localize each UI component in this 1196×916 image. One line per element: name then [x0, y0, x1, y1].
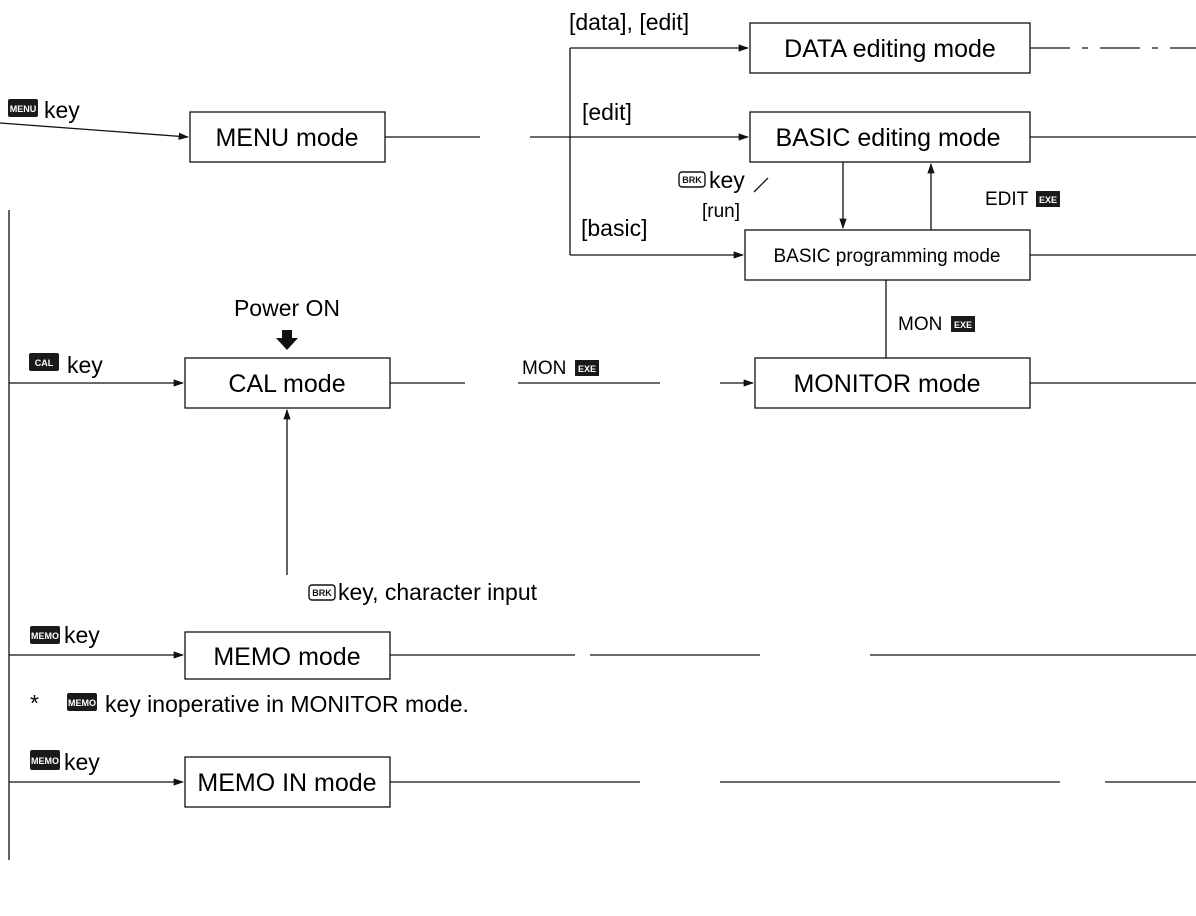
memo-key-icon	[67, 693, 97, 711]
brk-key-icon	[678, 171, 706, 188]
brk-char-input-label: BRK key, character input	[308, 579, 538, 605]
data-editing-mode-label: DATA editing mode	[784, 35, 996, 63]
svg-text:EXE: EXE	[954, 320, 972, 330]
monitor-mode-label: MONITOR mode	[793, 370, 980, 398]
svg-text:key: key	[44, 97, 80, 123]
mon-exe-vertical-label: MON EXE	[898, 314, 975, 335]
basic-programming-mode-label: BASIC programming mode	[773, 246, 1000, 267]
menu-mode-box	[189, 111, 386, 163]
menu-mode-label: MENU mode	[215, 124, 358, 152]
svg-text:EDIT: EDIT	[985, 189, 1029, 210]
brk-key-icon	[308, 584, 336, 601]
svg-text:MON: MON	[898, 314, 942, 335]
cal-key-icon	[29, 353, 59, 371]
cal-mode-label: CAL mode	[228, 370, 345, 398]
svg-text:BRK: BRK	[682, 175, 702, 185]
svg-text:CAL: CAL	[35, 358, 54, 368]
edit-exe-label: EDIT EXE	[985, 189, 1060, 210]
svg-text:MENU: MENU	[10, 104, 37, 114]
svg-text:MON: MON	[522, 358, 566, 379]
memo-mode-label: MEMO mode	[213, 643, 360, 671]
svg-text:MEMO: MEMO	[31, 756, 59, 766]
basic-editing-mode-label: BASIC editing mode	[775, 124, 1000, 152]
svg-text:EXE: EXE	[1039, 195, 1057, 205]
exe-key-icon	[951, 316, 975, 332]
svg-text:EXE: EXE	[578, 364, 596, 374]
data-edit-branch-label: [data], [edit]	[569, 9, 689, 35]
exe-key-icon	[575, 360, 599, 376]
menu-entry-arrow	[0, 122, 190, 140]
svg-text:*: *	[30, 690, 39, 716]
memo-in-mode-label: MEMO IN mode	[197, 769, 376, 797]
basic-branch-label: [basic]	[581, 215, 647, 241]
cal-key-label: CAL key	[29, 352, 103, 378]
svg-text:key inoperative in MONITOR mod: key inoperative in MONITOR mode.	[105, 691, 469, 717]
memo-mode-box	[184, 631, 391, 680]
svg-text:key, character input: key, character input	[338, 579, 538, 605]
menu-key-icon	[8, 99, 38, 117]
memo-in-key-label: MEMO key	[30, 749, 100, 775]
svg-text:key: key	[64, 749, 100, 775]
svg-text:[run]: [run]	[702, 201, 740, 222]
cal-mode-box	[184, 357, 391, 409]
memo-key-label: MEMO key	[30, 622, 100, 648]
memo-in-key-icon	[30, 750, 60, 770]
svg-text:key: key	[64, 622, 100, 648]
menu-key-label: MENU key	[8, 97, 80, 123]
memo-key-icon	[30, 626, 60, 644]
svg-text:MEMO: MEMO	[31, 631, 59, 641]
basic-editing-mode-box	[749, 111, 1031, 163]
data-editing-mode-box	[749, 22, 1031, 74]
mon-exe-horizontal-label: MON EXE	[522, 358, 599, 379]
svg-text:key: key	[67, 352, 103, 378]
monitor-note: * MEMO key inoperative in MONITOR mode.	[30, 690, 469, 717]
exe-key-icon	[1036, 191, 1060, 207]
brk-key-run-label: BRK key [run]	[678, 167, 769, 222]
svg-text:key: key	[709, 167, 745, 193]
edit-branch-label: [edit]	[582, 99, 632, 125]
monitor-mode-box	[754, 357, 1031, 409]
svg-text:BRK: BRK	[312, 588, 332, 598]
svg-text:MEMO: MEMO	[68, 698, 96, 708]
power-on-label: Power ON	[234, 295, 340, 321]
power-on-arrow-icon	[276, 330, 298, 350]
